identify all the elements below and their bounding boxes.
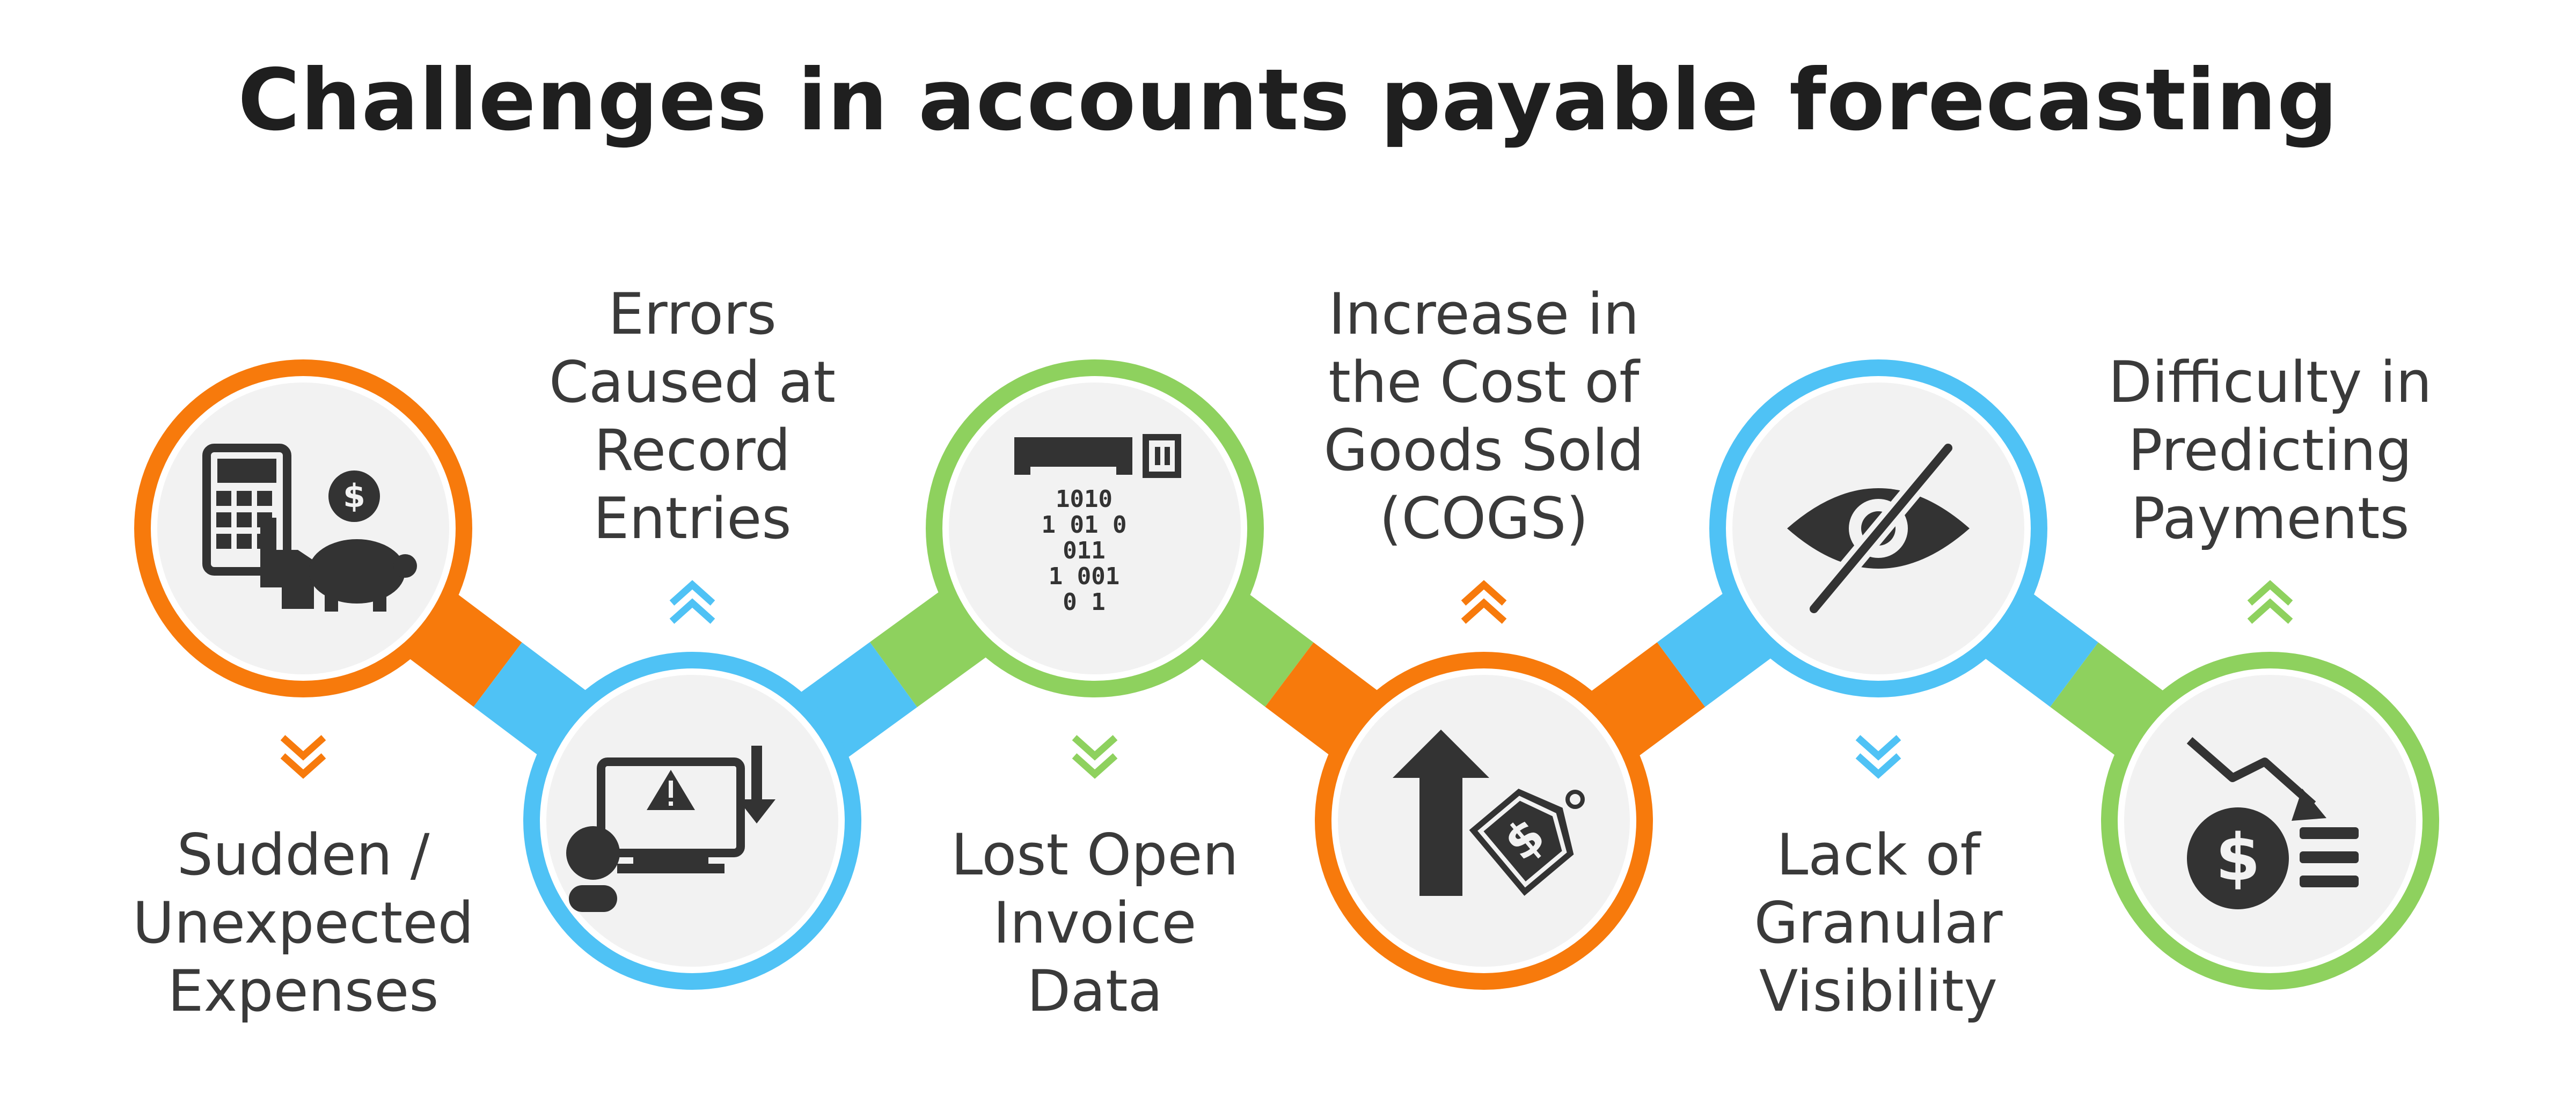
step-label-line: Expenses (167, 958, 439, 1024)
step-label-line: Caused at (548, 349, 836, 415)
step-label-line: Sudden / (177, 822, 430, 888)
eye-off-icon (1787, 442, 1970, 615)
step-label-line: Invoice (993, 890, 1197, 956)
step-label-line: Record (594, 417, 791, 483)
svg-text:1 01 0: 1 01 0 (1042, 511, 1127, 539)
step-label-line: Errors (608, 281, 777, 347)
step-label-line: (COGS) (1379, 486, 1589, 551)
step-label-line: the Cost of (1328, 349, 1640, 415)
step-label-line: Payments (2131, 486, 2410, 551)
step-label-line: Lost Open (951, 822, 1239, 888)
step-label-line: Difficulty in (2108, 349, 2432, 415)
chevron-down-icon (280, 735, 326, 779)
step-label-line: Entries (593, 486, 792, 551)
svg-text:1 001: 1 001 (1049, 563, 1119, 590)
chevron-up-icon (1461, 580, 1507, 624)
step-label-line: Data (1027, 958, 1163, 1024)
svg-text:$: $ (343, 477, 365, 515)
step-label-line: Increase in (1328, 281, 1640, 347)
svg-text:011: 011 (1063, 537, 1105, 564)
step-label-line: Goods Sold (1323, 417, 1644, 483)
step-disc (546, 675, 838, 967)
calculator-piggy-bank-icon: $ (202, 444, 417, 612)
svg-text:1010: 1010 (1056, 486, 1113, 513)
svg-text:0 1: 0 1 (1063, 589, 1105, 616)
dollar-decline-icon: $ (2186, 737, 2359, 909)
step-disc (157, 383, 449, 674)
price-increase-icon: $ (1393, 730, 1585, 896)
step-label-line: Predicting (2128, 417, 2412, 483)
computer-error-icon (566, 746, 775, 912)
step-label-line: Lack of (1776, 822, 1980, 888)
chevron-up-icon (669, 580, 715, 624)
step-label-line: Visibility (1759, 958, 1998, 1024)
chevron-down-icon (1072, 735, 1118, 779)
page-title: Challenges in accounts payable forecasti… (238, 51, 2338, 150)
svg-text:$: $ (2215, 821, 2260, 895)
step-label-line: Granular (1754, 890, 2003, 956)
step-label-line: Unexpected (133, 890, 474, 956)
chevron-up-icon (2247, 580, 2293, 624)
chevron-down-icon (1855, 735, 1901, 779)
